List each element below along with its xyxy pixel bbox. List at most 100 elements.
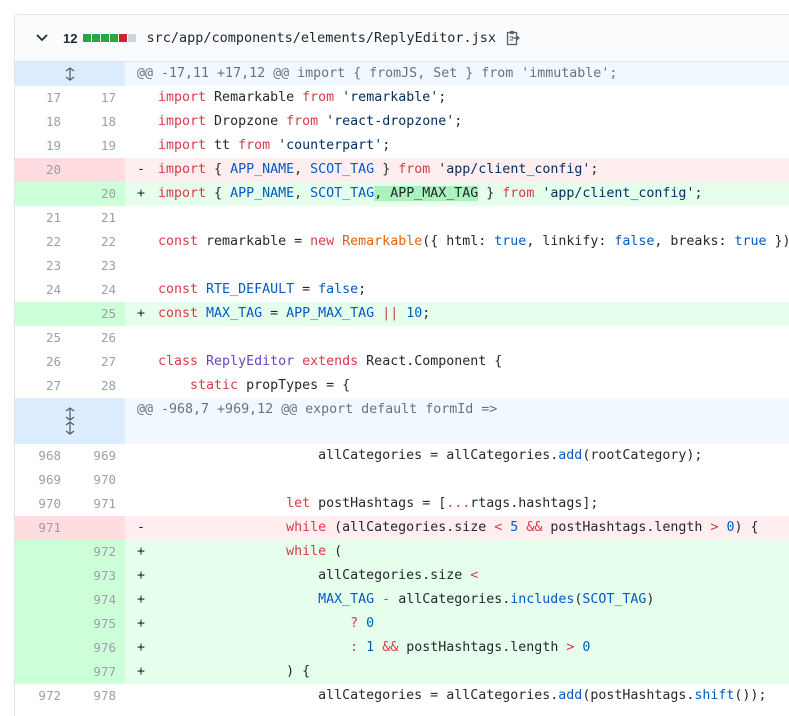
old-line-number[interactable]: 969 — [38, 472, 61, 487]
expand-lines-button[interactable] — [15, 398, 125, 444]
code-token: ; — [382, 138, 391, 153]
indent — [158, 616, 350, 631]
old-line-number[interactable] — [15, 302, 70, 326]
diff-marker — [137, 86, 158, 110]
code-token: RTE_DEFAULT — [206, 282, 295, 297]
new-line-number[interactable]: 976 — [70, 636, 125, 660]
new-line-number[interactable] — [70, 158, 125, 182]
indent — [158, 568, 318, 583]
old-line-number[interactable]: 968 — [38, 448, 61, 463]
code-content: + ) { — [125, 660, 789, 684]
diffstat-block — [101, 34, 110, 42]
new-line-number[interactable] — [70, 516, 125, 540]
code-token: from — [502, 186, 535, 201]
new-line-number[interactable]: 21 — [100, 210, 116, 225]
old-line-number[interactable]: 20 — [15, 158, 70, 182]
unfold-icon — [65, 67, 75, 81]
diff-marker — [137, 444, 158, 468]
old-line-number[interactable] — [15, 182, 70, 206]
new-line-number[interactable]: 28 — [100, 378, 116, 393]
new-line-number[interactable]: 970 — [93, 472, 116, 487]
old-line-number[interactable]: 22 — [45, 234, 61, 249]
new-line-number[interactable]: 973 — [70, 564, 125, 588]
code-token: ()); — [734, 688, 767, 703]
file-header: 12 src/app/components/elements/ReplyEdit… — [15, 15, 789, 62]
diff-marker — [137, 278, 158, 302]
diff-line: 20-import { APP_NAME, SCOT_TAG } from 'a… — [15, 158, 789, 182]
old-line-number[interactable]: 21 — [45, 210, 61, 225]
code-token: ) — [646, 592, 655, 607]
code-content: class ReplyEditor extends React.Componen… — [125, 350, 789, 374]
diff-marker — [137, 492, 158, 516]
new-line-number[interactable]: 975 — [70, 612, 125, 636]
code-token: while — [286, 520, 327, 535]
clipboard-icon[interactable] — [506, 30, 520, 46]
code-content: +import { APP_NAME, SCOT_TAG, APP_MAX_TA… — [125, 182, 789, 206]
code-token: || — [382, 306, 399, 321]
old-line-number[interactable]: 26 — [45, 354, 61, 369]
new-line-number[interactable]: 969 — [93, 448, 116, 463]
diff-marker: - — [137, 162, 146, 177]
diff-marker: + — [137, 592, 146, 607]
unfold-icon — [65, 407, 75, 421]
code-token: postHashtags = [ — [310, 496, 447, 511]
old-line-number[interactable] — [15, 540, 70, 564]
new-line-number[interactable]: 27 — [100, 354, 116, 369]
new-line-number[interactable]: 974 — [70, 588, 125, 612]
old-line-number[interactable] — [15, 588, 70, 612]
file-path[interactable]: src/app/components/elements/ReplyEditor.… — [146, 30, 496, 46]
new-line-number[interactable]: 18 — [100, 114, 116, 129]
new-line-number[interactable]: 17 — [100, 90, 116, 105]
old-line-number[interactable]: 25 — [45, 330, 61, 345]
new-line-number[interactable]: 25 — [70, 302, 125, 326]
new-line-number[interactable]: 22 — [100, 234, 116, 249]
new-line-number[interactable]: 971 — [93, 496, 116, 511]
old-line-number[interactable]: 972 — [38, 688, 61, 703]
old-line-number[interactable]: 17 — [45, 90, 61, 105]
new-line-number[interactable]: 20 — [70, 182, 125, 206]
hunk-header: @@ -17,11 +17,12 @@ import { fromJS, Set… — [15, 62, 789, 86]
code-token: 1 — [366, 640, 375, 655]
new-line-number[interactable]: 972 — [70, 540, 125, 564]
old-line-number[interactable]: 970 — [38, 496, 61, 511]
new-line-number[interactable]: 26 — [100, 330, 116, 345]
code-content: + while ( — [125, 540, 789, 564]
code-token: false — [614, 234, 655, 249]
old-line-number[interactable]: 23 — [45, 258, 61, 273]
old-line-number[interactable] — [15, 636, 70, 660]
old-line-number[interactable]: 24 — [45, 282, 61, 297]
code-token: const — [158, 306, 199, 321]
code-token: ({ html: — [422, 234, 495, 249]
new-line-number[interactable]: 24 — [100, 282, 116, 297]
new-line-number[interactable]: 977 — [70, 660, 125, 684]
new-line-number[interactable]: 19 — [100, 138, 116, 153]
code-token: import — [158, 186, 207, 201]
old-line-number[interactable] — [15, 564, 70, 588]
new-line-number[interactable]: 23 — [100, 258, 116, 273]
code-token: true — [734, 234, 767, 249]
diff-line: 26 27 class ReplyEditor extends React.Com… — [15, 350, 789, 374]
code-token: && — [382, 640, 399, 655]
code-token: SCOT_TAG — [310, 186, 375, 201]
old-line-number[interactable] — [15, 612, 70, 636]
diff-marker — [137, 684, 158, 708]
code-token — [270, 138, 278, 153]
code-token: ; — [454, 114, 463, 129]
hunk-header-text: @@ -968,7 +969,12 @@ export default form… — [137, 402, 498, 417]
chevron-down-icon[interactable] — [35, 31, 49, 45]
expand-lines-button[interactable] — [15, 62, 125, 86]
old-line-number[interactable]: 19 — [45, 138, 61, 153]
code-token: includes — [510, 592, 575, 607]
old-line-number[interactable]: 18 — [45, 114, 61, 129]
code-token: true — [494, 234, 527, 249]
old-line-number[interactable]: 27 — [45, 378, 61, 393]
old-line-number[interactable]: 971 — [15, 516, 70, 540]
old-line-number[interactable] — [15, 660, 70, 684]
diff-line: 976+ : 1 && postHashtags.length > 0 — [15, 636, 789, 660]
diff-line: 969 970 — [15, 468, 789, 492]
new-line-number[interactable]: 978 — [93, 688, 116, 703]
